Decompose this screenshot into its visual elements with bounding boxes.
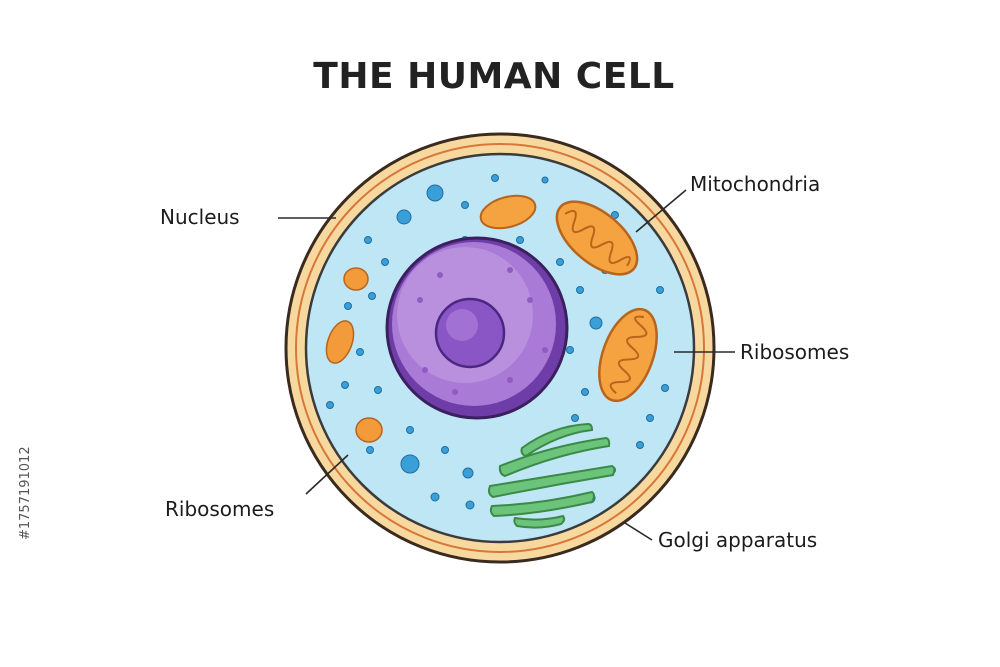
ribosome-dot (366, 446, 374, 454)
vesicle (325, 320, 355, 364)
ribosome-dot (344, 302, 352, 310)
vesicles-group (325, 267, 383, 443)
ribosome-dot (441, 446, 449, 454)
ribosome-dot (368, 292, 376, 300)
ribosome-dot (364, 236, 372, 244)
label-ribosomes-right: Ribosomes (740, 340, 849, 364)
ribosome-dot (396, 209, 412, 225)
ribosome-dot (576, 286, 584, 294)
stock-watermark-id: #1757191012 (18, 446, 33, 540)
nucleus-organelle (385, 236, 569, 420)
ribosome-dot (581, 388, 589, 396)
ribosome-dot (646, 414, 654, 422)
ribosome-dot (465, 500, 475, 510)
ribosome-dot (541, 176, 549, 184)
ribosome-dot (400, 454, 420, 474)
ribosomes-left-leader-line (305, 454, 349, 495)
ribosome-dot (656, 286, 664, 294)
ribosome-dot (374, 386, 382, 394)
ribosome-dot (571, 414, 579, 422)
ribosome-dot (566, 346, 574, 354)
label-ribosomes-left: Ribosomes (165, 497, 274, 521)
diagram-title: THE HUMAN CELL (313, 56, 674, 97)
ribosome-dot (611, 211, 619, 219)
ribosome-dot (661, 384, 669, 392)
ribosome-dot (491, 174, 499, 182)
ribosome-dot (430, 492, 440, 502)
ribosome-dot (636, 441, 644, 449)
vesicle (355, 417, 383, 443)
ribosome-dot (326, 401, 334, 409)
mitochondrion-top (555, 200, 639, 276)
golgi-leader-line (624, 522, 653, 541)
mitochondria-leader-line (635, 189, 687, 233)
ribosome-dot (356, 348, 364, 356)
ribosome-dot (461, 201, 469, 209)
label-mitochondria: Mitochondria (690, 172, 820, 196)
ribosome-dot (406, 426, 414, 434)
ribosome-dot (426, 184, 444, 202)
vesicle (343, 267, 369, 291)
ribosome-dot (381, 258, 389, 266)
mitochondrion-small (479, 194, 537, 230)
ribosome-dot (589, 316, 603, 330)
mitochondrion-right (598, 307, 658, 403)
label-golgi-apparatus: Golgi apparatus (658, 528, 817, 552)
golgi-apparatus (488, 422, 616, 529)
ribosome-dot (341, 381, 349, 389)
ribosome-dot (516, 236, 524, 244)
label-nucleus: Nucleus (160, 205, 240, 229)
ribosome-dot (462, 467, 474, 479)
ribosome-dot (556, 258, 564, 266)
